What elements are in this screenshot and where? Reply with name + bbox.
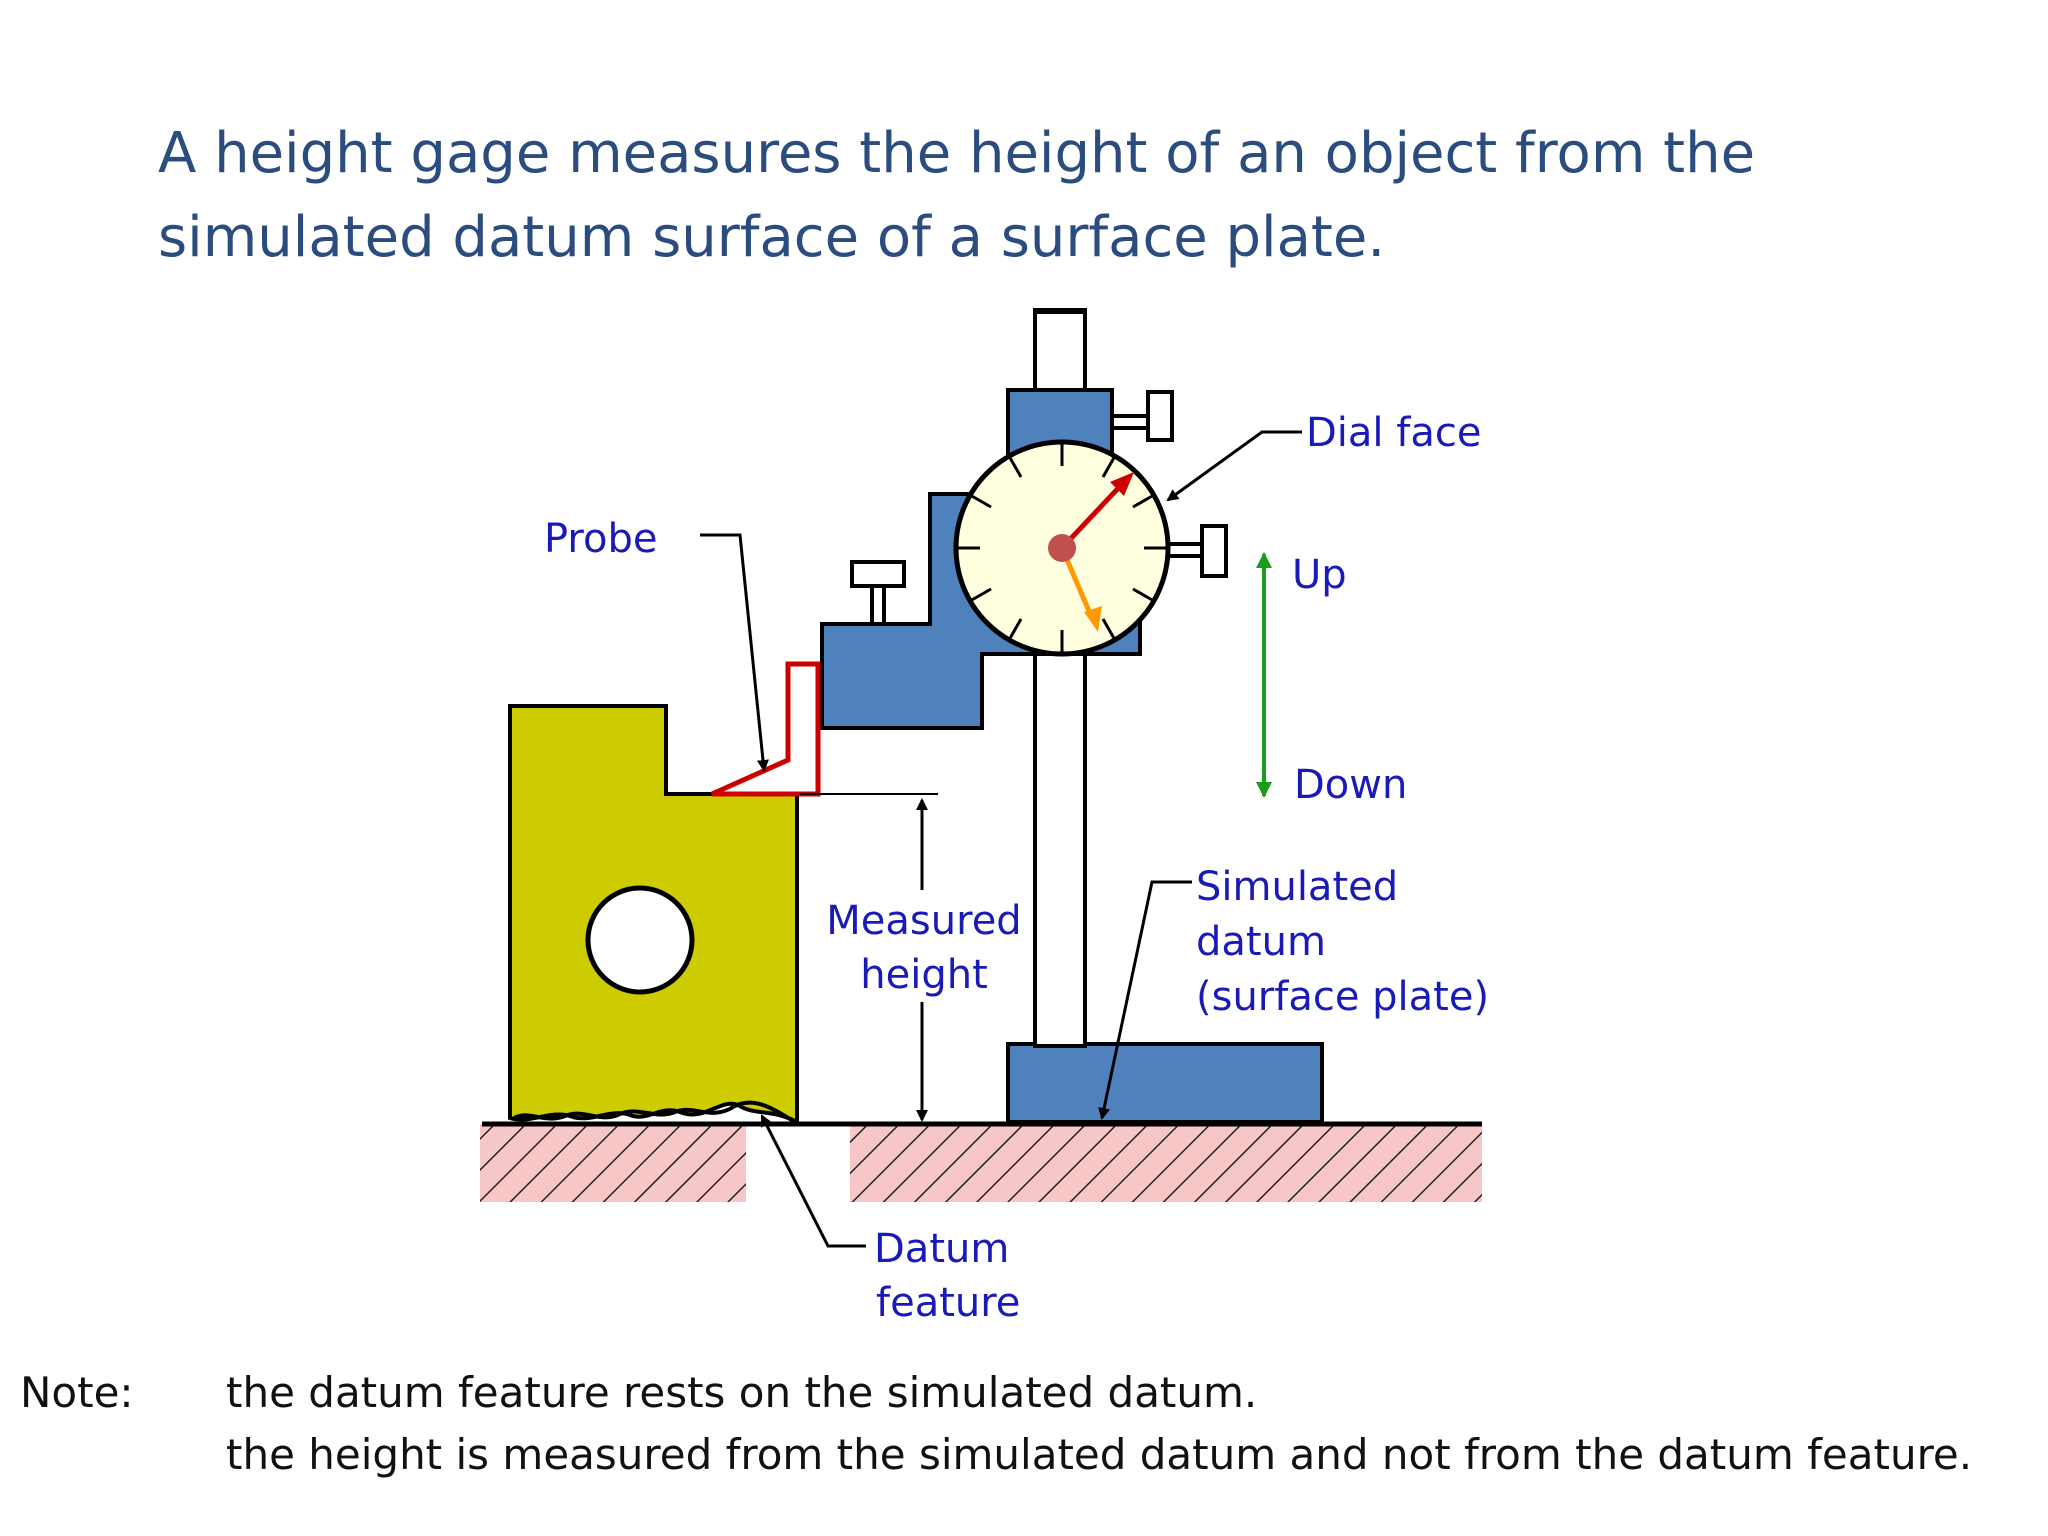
workpiece-hole xyxy=(585,885,695,995)
gage-base xyxy=(1006,1042,1324,1124)
upper-lock-screw xyxy=(1112,390,1174,442)
probe-clamp-screw xyxy=(850,560,906,624)
gage-column-cap xyxy=(1033,310,1087,394)
gage-probe xyxy=(710,661,821,797)
dial-face-leader xyxy=(1166,430,1302,502)
note-line-1: the datum feature rests on the simulated… xyxy=(226,1368,1258,1417)
title-line-2: simulated datum surface of a surface pla… xyxy=(158,205,1386,270)
title-line-1: A height gage measures the height of an … xyxy=(158,121,1756,186)
dial-side-screw xyxy=(1164,524,1228,578)
note-lines: the datum feature rests on the simulated… xyxy=(226,1362,2006,1486)
datum-feature-label-line-1: Datum xyxy=(874,1226,1009,1272)
datum-feature-label-line-2: feature xyxy=(876,1280,1020,1326)
down-label: Down xyxy=(1294,762,1407,808)
simulated-datum-label-line-2: datum xyxy=(1196,919,1326,965)
datum-feature-surface xyxy=(513,1100,797,1124)
dial-indicator xyxy=(953,439,1171,657)
note-line-2: the height is measured from the simulate… xyxy=(226,1430,1973,1479)
measured-height-label-line-2: height xyxy=(860,952,988,998)
simulated-datum-leader xyxy=(1098,880,1192,1120)
height-gage xyxy=(710,308,1324,1124)
page-title: A height gage measures the height of an … xyxy=(158,112,1958,280)
probe-leader xyxy=(700,533,769,772)
dial-center xyxy=(1048,534,1076,562)
up-label: Up xyxy=(1292,552,1347,598)
datum-feature-leader xyxy=(760,1114,866,1248)
dial-needle-main-tip xyxy=(1110,472,1134,496)
surface-plate-hatch-right xyxy=(850,1124,1482,1202)
surface-plate xyxy=(480,1121,1482,1202)
dial-needle-secondary-tip xyxy=(1084,606,1102,632)
dial-ticks xyxy=(956,442,1168,654)
workpiece xyxy=(508,704,799,1126)
dial-face-label: Dial face xyxy=(1306,410,1481,456)
simulated-datum-label-line-3: (surface plate) xyxy=(1196,974,1489,1020)
simulated-datum-label-line-1: Simulated xyxy=(1196,864,1398,910)
measured-height-label-line-1: Measured xyxy=(826,898,1021,944)
surface-plate-hatch-left xyxy=(480,1124,746,1202)
measured-height-dimension xyxy=(800,793,938,1122)
dial-needle-main xyxy=(1060,480,1126,550)
probe-label: Probe xyxy=(544,516,657,562)
note-heading: Note: xyxy=(20,1368,134,1417)
